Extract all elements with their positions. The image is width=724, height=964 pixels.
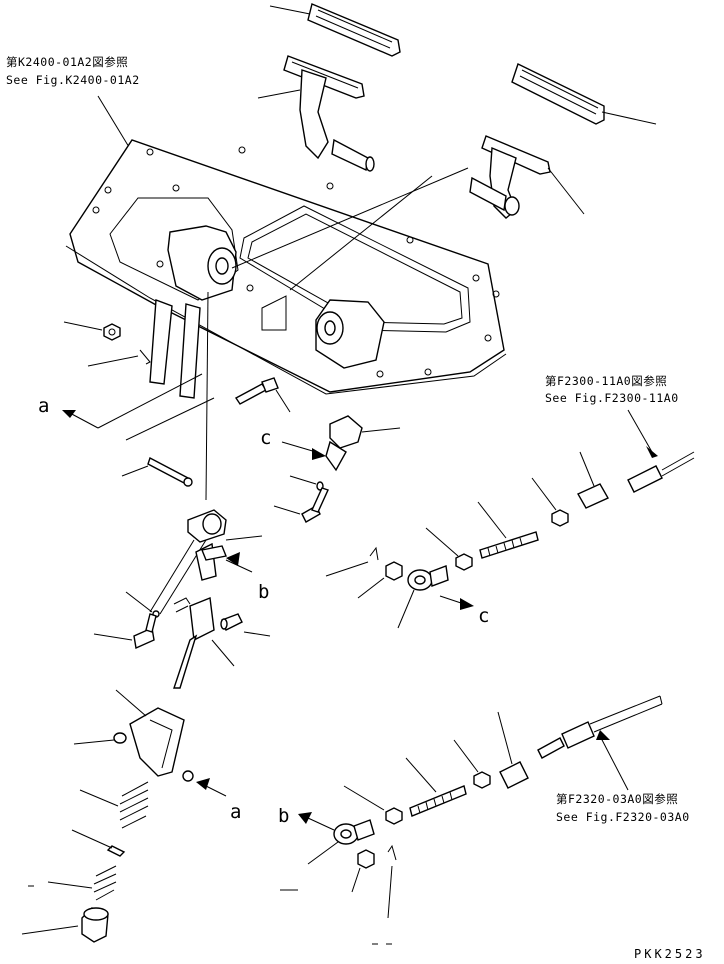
spring-bracket [115, 689, 185, 777]
callout-c-upper-label: c [260, 427, 271, 449]
floor-plate [65, 139, 507, 395]
reference-f2320: 第F2320-03A0図参照 See Fig.F2320-03A0 [556, 735, 690, 824]
cotter-lower-right [372, 844, 397, 945]
reference-f2300-jp: 第F2300-11A0図参照 [545, 374, 667, 388]
nut-castle [357, 561, 403, 599]
nut-left [63, 321, 121, 341]
reference-f2320-jp: 第F2320-03A0図参照 [556, 792, 678, 806]
plate-bolt-holes [92, 146, 500, 378]
callout-a-lower-label: a [230, 801, 241, 823]
reference-f2300: 第F2300-11A0図参照 See Fig.F2300-11A0 [545, 374, 679, 453]
reference-k2400: 第K2400-01A2図参照 See Fig.K2400-01A2 [6, 55, 140, 153]
lever-link [149, 509, 263, 615]
pin-left [121, 456, 193, 487]
bolt-plate [234, 377, 291, 413]
cotter-upper-right [325, 546, 379, 577]
washer-left [73, 732, 127, 745]
threaded-rod-lower [405, 757, 467, 817]
callout-c-lower: c [439, 595, 489, 627]
sleeve-lower [497, 711, 529, 789]
reference-k2400-en: See Fig.K2400-01A2 [6, 73, 140, 87]
spring-upper [79, 781, 149, 829]
cable-end-lower [537, 695, 663, 759]
pedal-pad-right [511, 63, 657, 125]
pedal-pad-top [269, 3, 401, 57]
cotter-small-b [173, 597, 191, 613]
callout-a-upper: a [38, 373, 215, 441]
ball-joint-upper [397, 565, 449, 629]
callout-c-lower-label: c [478, 605, 489, 627]
rod-end-adjuster [173, 597, 235, 689]
nut-lower-2 [453, 739, 491, 789]
sleeve-upper [577, 451, 609, 509]
threaded-rod-upper [477, 501, 539, 559]
bolt-c [273, 487, 329, 523]
callout-c-upper: c [260, 427, 326, 460]
pin-b: b [201, 545, 269, 603]
drawing-code: PKK2523 [634, 947, 706, 961]
callout-b-upper-label: b [258, 581, 269, 603]
spring-lower [28, 865, 117, 901]
cable-end-upper [627, 451, 695, 493]
bolt-lower-left [93, 613, 157, 650]
pin-lower-right [220, 613, 271, 637]
reference-k2400-jp: 第K2400-01A2図参照 [6, 55, 128, 69]
bearing-bracket-left [149, 225, 237, 501]
nut-upper-2 [531, 477, 569, 527]
bearing-bracket-right [261, 295, 385, 369]
callout-b-lower-label: b [278, 805, 289, 827]
cotter-pin-lower [71, 829, 126, 857]
nut-lower-1 [343, 785, 403, 825]
callout-a-upper-label: a [38, 395, 49, 417]
ball-joint-lower [307, 819, 375, 865]
nut-castle-lower [351, 849, 375, 893]
pedal-left [257, 55, 375, 172]
reference-f2320-en: See Fig.F2320-03A0 [556, 810, 690, 824]
lock-washer-c [289, 475, 324, 491]
spring-seat [21, 907, 109, 943]
reference-f2300-en: See Fig.F2300-11A0 [545, 391, 679, 405]
pedal-right [469, 135, 585, 219]
clevis-upper [325, 415, 401, 472]
callout-b-lower: b [278, 805, 335, 831]
washer-a: a [182, 770, 241, 823]
cotter-pin-left [87, 349, 151, 367]
nut-upper-1 [425, 527, 473, 571]
